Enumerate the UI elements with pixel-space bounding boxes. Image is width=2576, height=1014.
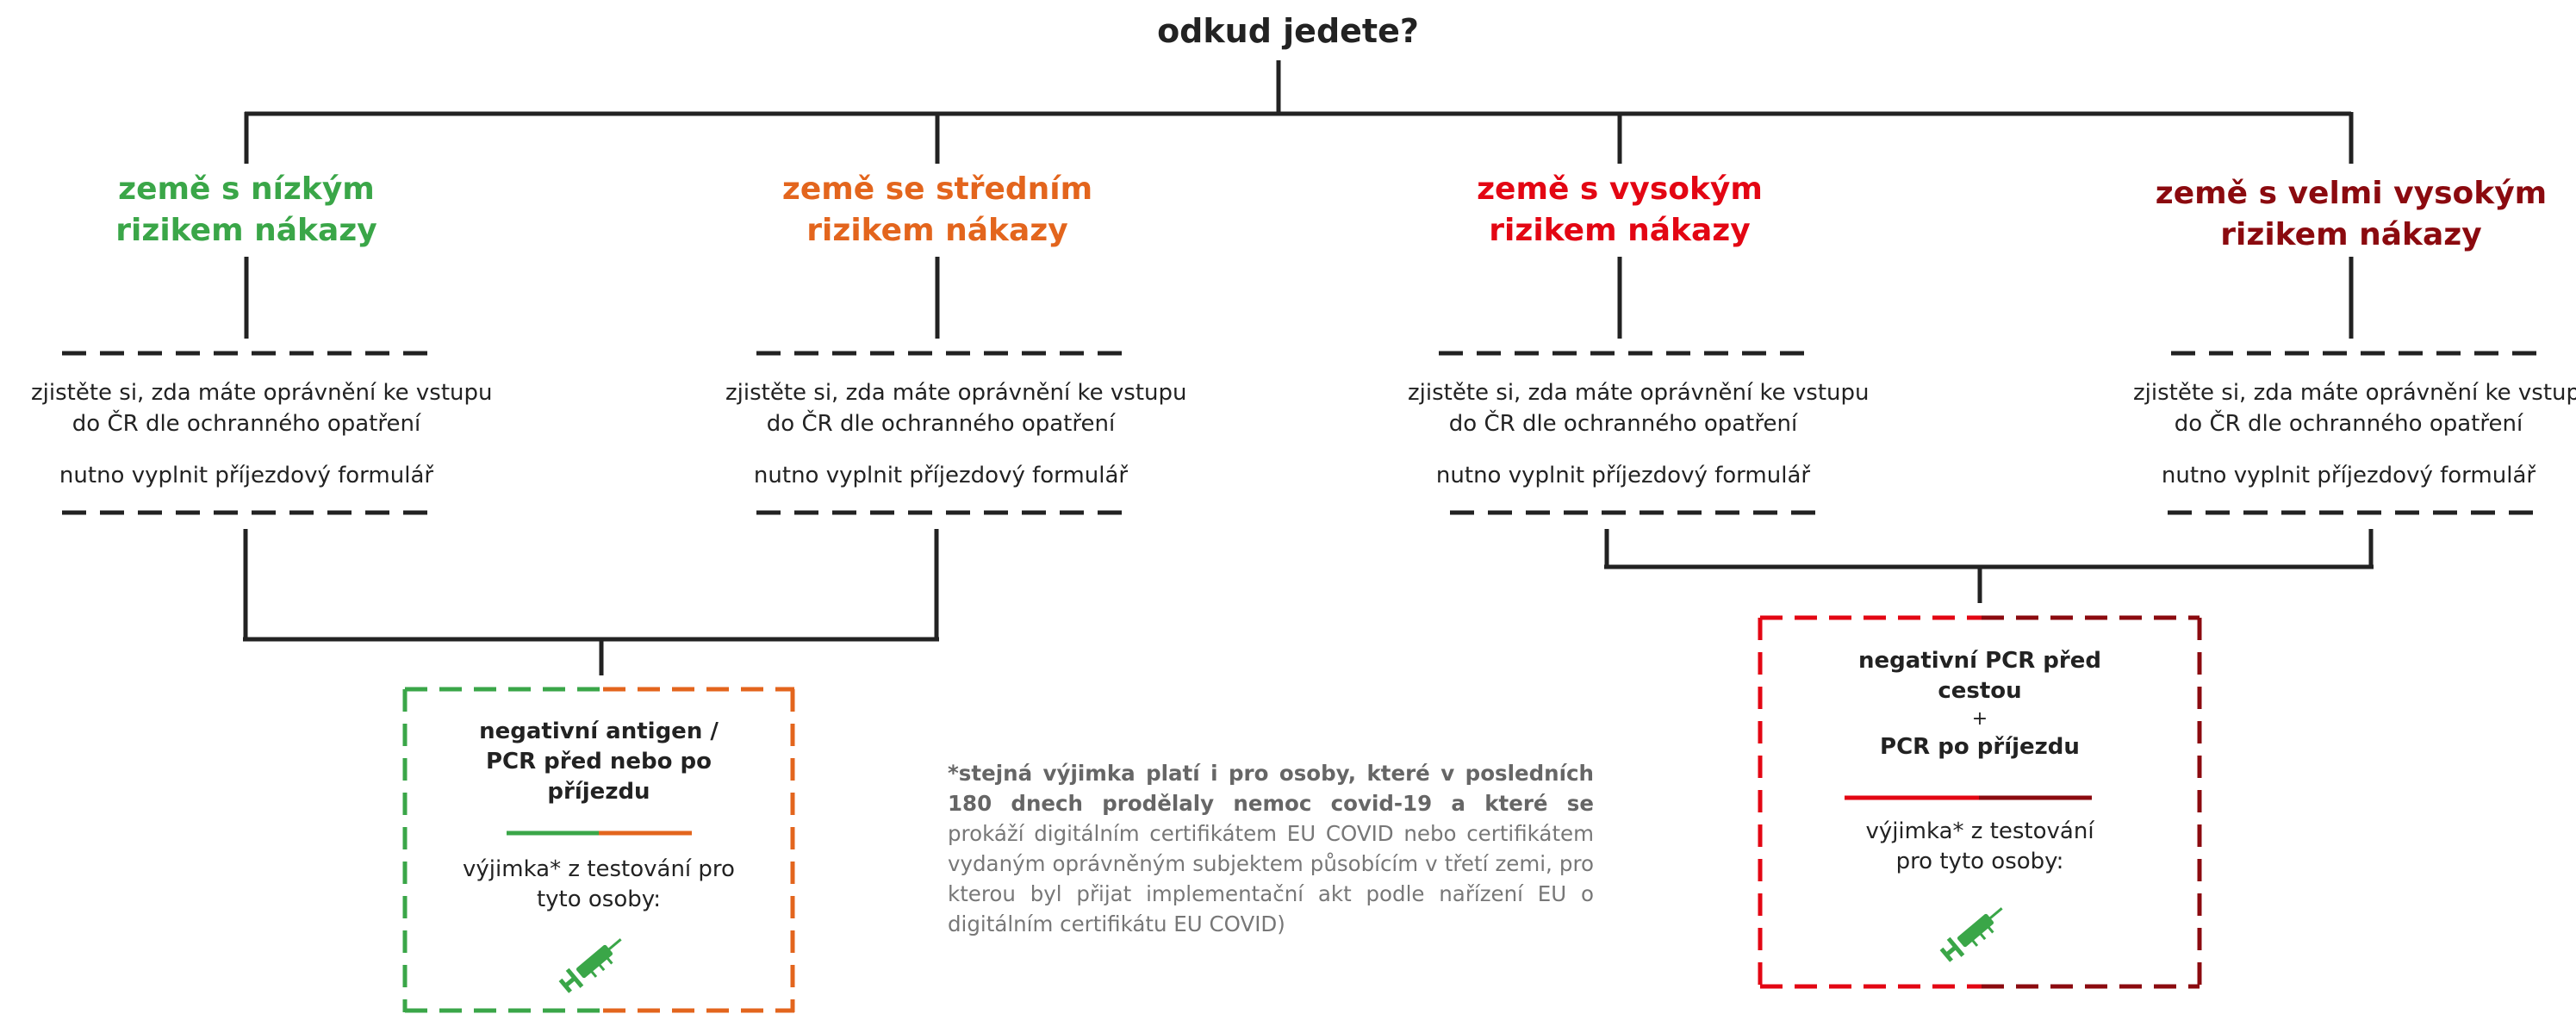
footnote-bold: *stejná výjimka platí i pro osoby, které…	[948, 761, 1594, 816]
category-label-line1: země s vysokým	[1477, 171, 1763, 207]
left-box-exemption: výjimka* z testování pro tyto osoby:	[414, 855, 784, 915]
category-medium-risk: země se středním rizikem nákazy	[765, 169, 1110, 252]
exemption-line1: výjimka* z testování pro	[463, 856, 735, 882]
info-block-high: zjistěte si, zda máte oprávnění ke vstup…	[1408, 377, 1870, 491]
category-label-line2: rizikem nákazy	[1489, 213, 1751, 248]
right-box-frame	[1758, 615, 2202, 989]
right-box-requirement: negativní PCR před cestou + PCR po příje…	[1769, 646, 2191, 762]
category-low-risk: země s nízkým rizikem nákazy	[74, 169, 419, 252]
requirement-plus: +	[1971, 708, 1988, 730]
tree-lines	[243, 60, 2374, 675]
exemption-line1: výjimka* z testování	[1865, 818, 2094, 844]
info-block-very-high: zjistěte si, zda máte oprávnění ke vstup…	[2133, 377, 2576, 491]
category-label-line1: země s velmi vysokým	[2155, 176, 2548, 211]
info-form-note: nutno vyplnit příjezdový formulář	[1435, 463, 1811, 488]
info-block-medium: zjistěte si, zda máte oprávnění ke vstup…	[725, 377, 1187, 491]
category-label-line2: rizikem nákazy	[2220, 217, 2482, 252]
requirement-line2: PCR před nebo po	[485, 749, 712, 774]
syringe-icon	[558, 938, 622, 993]
info-line2: do ČR dle ochranného opatření	[1448, 411, 1798, 437]
info-line1: zjistěte si, zda máte oprávnění ke vstup…	[2133, 380, 2576, 406]
info-form-note: nutno vyplnit příjezdový formulář	[2161, 463, 2536, 488]
info-line1: zjistěte si, zda máte oprávnění ke vstup…	[1408, 380, 1870, 406]
info-line1: zjistěte si, zda máte oprávnění ke vstup…	[725, 380, 1187, 406]
left-box-frame	[402, 687, 795, 1013]
info-block-low: zjistěte si, zda máte oprávnění ke vstup…	[31, 377, 493, 491]
diagram-title: odkud jedete?	[1157, 12, 1419, 50]
exemption-line2: pro tyto osoby:	[1895, 849, 2064, 874]
footnote-rest: prokáží digitálním certifikátem EU COVID…	[948, 821, 1594, 936]
info-line2: do ČR dle ochranného opatření	[766, 411, 1116, 437]
exemption-footnote: *stejná výjimka platí i pro osoby, které…	[948, 758, 1594, 939]
left-box-requirement: negativní antigen / PCR před nebo po pří…	[414, 717, 784, 807]
requirement-line1: negativní PCR před	[1858, 648, 2101, 674]
info-form-note: nutno vyplnit příjezdový formulář	[753, 463, 1129, 488]
category-high-risk: země s vysokým rizikem nákazy	[1447, 169, 1792, 252]
category-very-high-risk: země s velmi vysokým rizikem nákazy	[2136, 173, 2567, 256]
requirement-line3: PCR po příjezdu	[1880, 734, 2080, 760]
requirement-line1: negativní antigen /	[479, 719, 719, 744]
info-line1: zjistěte si, zda máte oprávnění ke vstup…	[31, 380, 493, 406]
info-line2: do ČR dle ochranného opatření	[72, 411, 421, 437]
category-label-line1: země s nízkým	[118, 171, 375, 207]
info-line2: do ČR dle ochranného opatření	[2174, 411, 2523, 437]
info-form-note: nutno vyplnit příjezdový formulář	[59, 463, 434, 488]
category-label-line2: rizikem nákazy	[115, 213, 377, 248]
syringe-icon	[1939, 907, 2003, 962]
dashed-separators	[62, 351, 2540, 515]
exemption-line2: tyto osoby:	[536, 886, 662, 912]
category-label-line1: země se středním	[781, 171, 1093, 207]
requirement-line3: příjezdu	[547, 779, 650, 805]
requirement-line2: cestou	[1938, 678, 2022, 704]
right-box-exemption: výjimka* z testování pro tyto osoby:	[1769, 817, 2191, 877]
category-label-line2: rizikem nákazy	[806, 213, 1068, 248]
